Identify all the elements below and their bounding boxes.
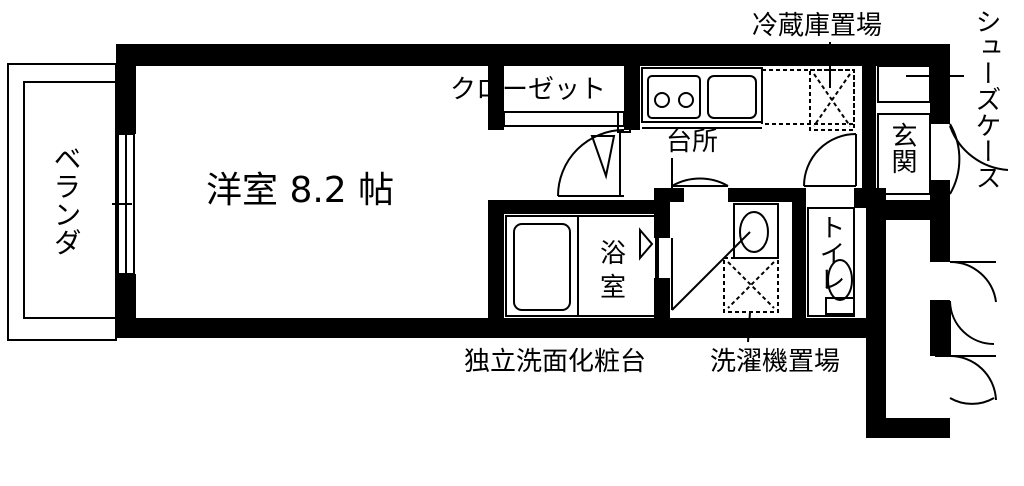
closet-rails: [503, 111, 631, 133]
room-label-kitchen: 台所: [666, 127, 718, 157]
room-label-bath-2: 室: [600, 273, 626, 303]
room-label-washer: 洗濯機置場: [710, 347, 840, 377]
vanity: [671, 203, 779, 311]
room-label-vanity: 独立洗面化粧台: [464, 347, 646, 377]
doors: [557, 123, 1009, 405]
room-label-balcony: ベランダ: [50, 144, 83, 256]
entrance-box: [877, 113, 931, 195]
bathtub: [505, 215, 659, 317]
room-label-toilet: トイレ: [815, 214, 845, 292]
window: [112, 133, 135, 275]
room-label-shoe-case: シューズケース: [971, 8, 1001, 190]
fridge-box: [761, 69, 855, 131]
balcony-area: [7, 63, 117, 341]
kitchen-counter: [641, 67, 763, 129]
room-label-entrance: 玄関: [887, 122, 917, 174]
room-label-fridge: 冷蔵庫置場: [752, 11, 882, 41]
walls: [116, 44, 950, 438]
room-label-western: 洋室 8.2 帖: [206, 170, 394, 211]
toilet-fixture: [807, 207, 855, 317]
leader-lines: [639, 42, 831, 343]
washer-box: [723, 257, 779, 313]
shoe-case: [877, 65, 964, 103]
room-label-closet: クローゼット: [450, 75, 606, 105]
room-label-bath-1: 浴: [600, 239, 626, 269]
